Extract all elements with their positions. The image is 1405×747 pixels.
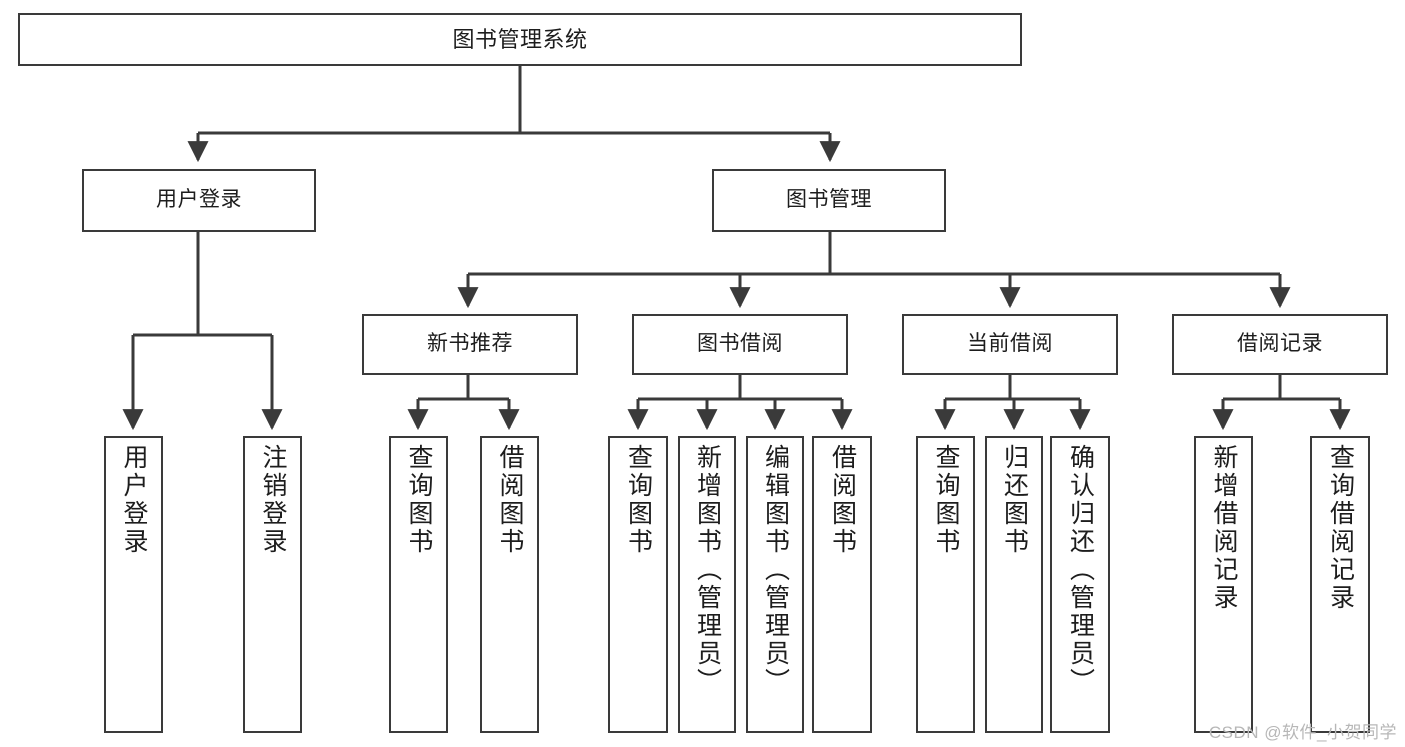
node-book-borrow-label: 图书借阅 bbox=[697, 332, 783, 356]
leaf-return-book-label: 归还图书 bbox=[1000, 444, 1029, 556]
leaf-query-book-3-label: 查询图书 bbox=[932, 444, 960, 556]
leaf-edit-book[interactable]: 编辑图书（管理员） bbox=[746, 436, 804, 733]
leaf-add-book[interactable]: 新增图书（管理员） bbox=[678, 436, 736, 733]
node-user-login-label: 用户登录 bbox=[156, 188, 242, 212]
node-root-label: 图书管理系统 bbox=[452, 26, 588, 52]
leaf-query-book-2[interactable]: 查询图书 bbox=[608, 436, 668, 733]
leaf-query-book-1-label: 查询图书 bbox=[405, 444, 433, 556]
node-new-book-recommend-label: 新书推荐 bbox=[427, 332, 513, 356]
leaf-query-book-2-label: 查询图书 bbox=[624, 444, 653, 556]
csdn-watermark: CSDN @软件_小贺同学 bbox=[1208, 723, 1397, 742]
leaf-borrow-book-2[interactable]: 借阅图书 bbox=[812, 436, 872, 733]
leaf-query-record-label: 查询借阅记录 bbox=[1326, 444, 1355, 612]
leaf-query-record[interactable]: 查询借阅记录 bbox=[1310, 436, 1370, 733]
node-borrow-record[interactable]: 借阅记录 bbox=[1172, 314, 1388, 375]
leaf-user-logout[interactable]: 注销登录 bbox=[243, 436, 302, 733]
node-new-book-recommend[interactable]: 新书推荐 bbox=[362, 314, 578, 375]
leaf-query-book-3[interactable]: 查询图书 bbox=[916, 436, 975, 733]
leaf-borrow-book-1-label: 借阅图书 bbox=[496, 444, 524, 556]
leaf-user-login-label: 用户登录 bbox=[120, 444, 148, 556]
leaf-user-logout-label: 注销登录 bbox=[259, 444, 287, 556]
node-book-manage-label: 图书管理 bbox=[786, 188, 872, 212]
node-book-manage[interactable]: 图书管理 bbox=[712, 169, 946, 232]
leaf-edit-book-label: 编辑图书（管理员） bbox=[761, 444, 790, 696]
leaf-add-record[interactable]: 新增借阅记录 bbox=[1194, 436, 1253, 733]
node-current-borrow-label: 当前借阅 bbox=[967, 332, 1053, 356]
node-user-login[interactable]: 用户登录 bbox=[82, 169, 316, 232]
leaf-borrow-book-2-label: 借阅图书 bbox=[828, 444, 857, 556]
leaf-borrow-book-1[interactable]: 借阅图书 bbox=[480, 436, 539, 733]
leaf-query-book-1[interactable]: 查询图书 bbox=[389, 436, 448, 733]
node-book-borrow[interactable]: 图书借阅 bbox=[632, 314, 848, 375]
leaf-confirm-return-label: 确认归还（管理员） bbox=[1066, 444, 1095, 696]
node-root[interactable]: 图书管理系统 bbox=[18, 13, 1022, 66]
leaf-add-book-label: 新增图书（管理员） bbox=[693, 444, 722, 696]
leaf-confirm-return[interactable]: 确认归还（管理员） bbox=[1050, 436, 1110, 733]
node-borrow-record-label: 借阅记录 bbox=[1237, 332, 1323, 356]
node-current-borrow[interactable]: 当前借阅 bbox=[902, 314, 1118, 375]
leaf-add-record-label: 新增借阅记录 bbox=[1210, 444, 1238, 612]
leaf-return-book[interactable]: 归还图书 bbox=[985, 436, 1043, 733]
leaf-user-login[interactable]: 用户登录 bbox=[104, 436, 163, 733]
